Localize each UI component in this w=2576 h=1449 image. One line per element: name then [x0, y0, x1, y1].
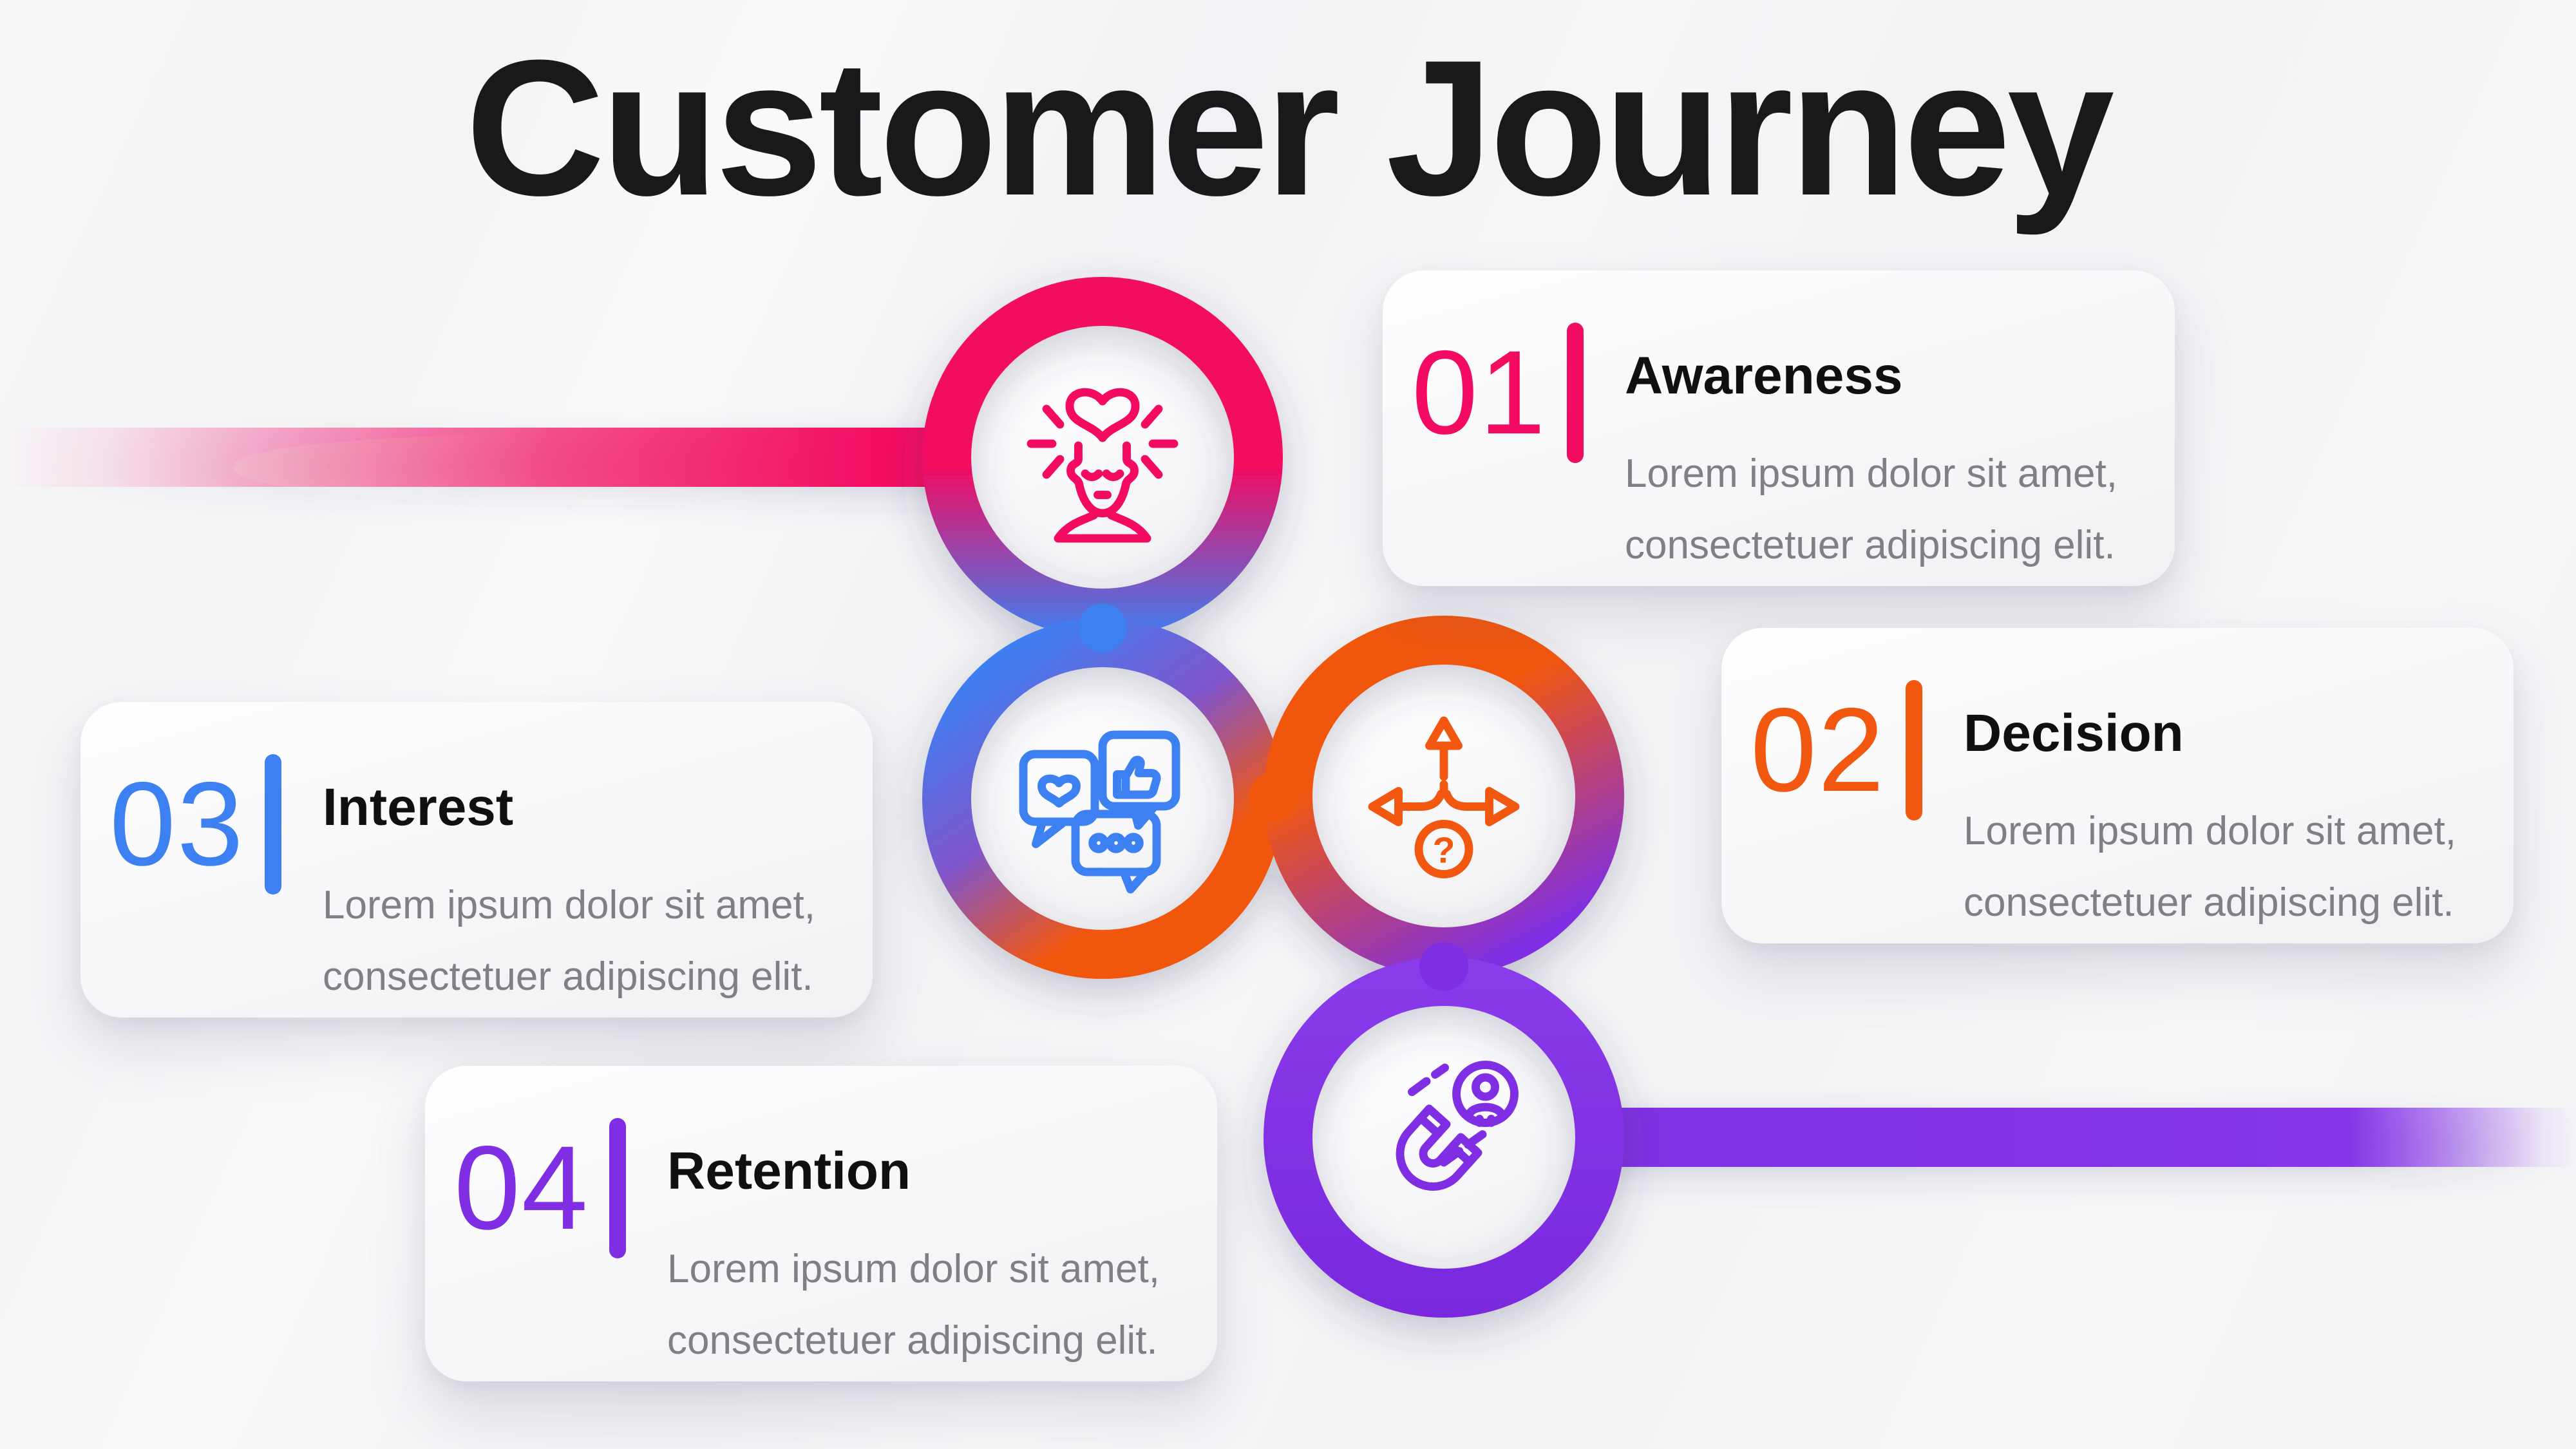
step-number: 01 — [1412, 326, 1547, 459]
node-interest — [1006, 702, 1199, 895]
mindfulness-icon — [1027, 388, 1179, 543]
step-card-retention: 04 Retention Lorem ipsum dolor sit amet,… — [425, 1066, 1217, 1381]
step-accent-bar — [265, 754, 281, 895]
step-title: Retention — [667, 1142, 911, 1201]
node-retention — [1347, 1041, 1540, 1234]
step-card-decision: 02 Decision Lorem ipsum dolor sit amet, … — [1721, 628, 2514, 943]
step-title: Interest — [323, 778, 514, 837]
step-card-interest: 03 Interest Lorem ipsum dolor sit amet, … — [80, 702, 873, 1018]
step-number: 02 — [1750, 683, 1886, 817]
chat-reactions-icon — [1019, 730, 1180, 894]
step-accent-bar — [1567, 323, 1584, 463]
step-accent-bar — [609, 1118, 626, 1258]
node-decision: ? — [1347, 699, 1540, 893]
step-description: Lorem ipsum dolor sit amet, consectetuer… — [1625, 451, 2117, 568]
step-description: Lorem ipsum dolor sit amet, consectetuer… — [667, 1246, 1160, 1363]
direction-arrows-icon: ? — [1368, 716, 1520, 878]
exit-flow-line — [1444, 1108, 2576, 1167]
step-title: Awareness — [1625, 346, 1903, 406]
node-awareness — [1006, 361, 1199, 554]
question-mark-glyph: ? — [1433, 830, 1455, 871]
step-number: 04 — [454, 1121, 589, 1255]
page-title: Customer Journey — [465, 19, 2115, 236]
magnet-user-icon — [1396, 1061, 1519, 1191]
step-accent-bar — [1906, 680, 1922, 820]
step-number: 03 — [109, 757, 245, 891]
entry-flow-line — [0, 428, 1103, 487]
step-description: Lorem ipsum dolor sit amet, consectetuer… — [1964, 808, 2456, 925]
step-description: Lorem ipsum dolor sit amet, consectetuer… — [323, 882, 815, 999]
step-title: Decision — [1964, 704, 2184, 763]
step-card-awareness: 01 Awareness Lorem ipsum dolor sit amet,… — [1383, 270, 2175, 586]
